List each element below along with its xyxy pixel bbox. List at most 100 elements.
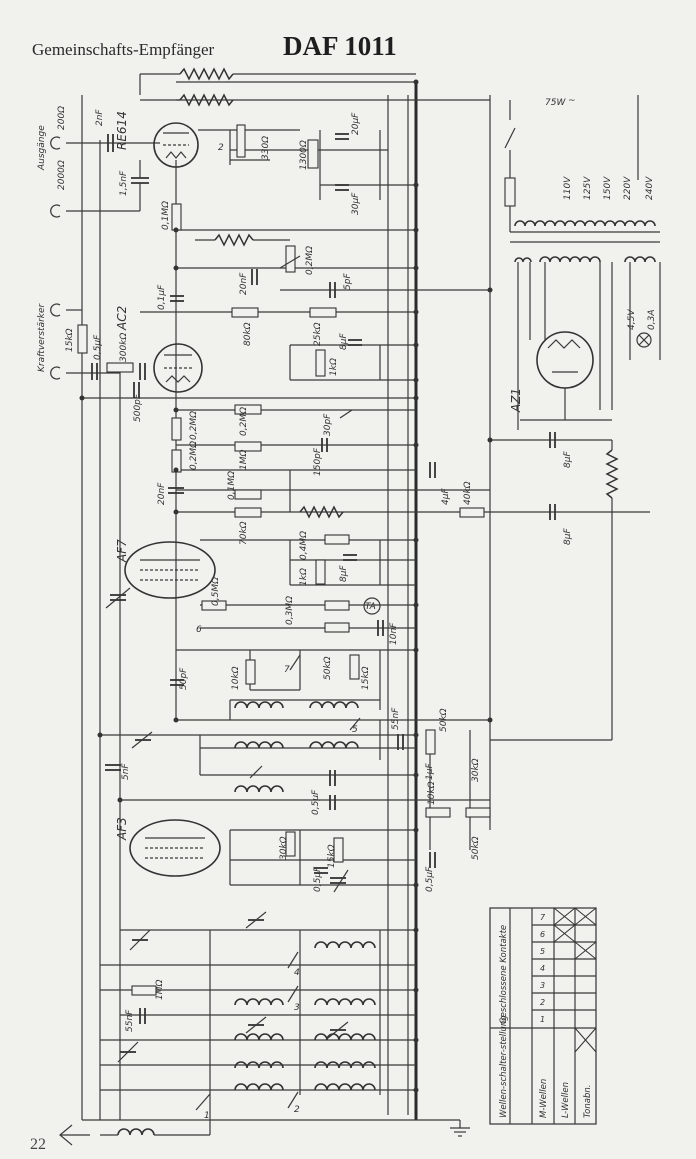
tube-re614 <box>153 122 199 168</box>
label-c-8uf-ps1: 8μF <box>563 451 573 468</box>
label-r-1k-b: 1kΩ <box>299 568 309 586</box>
switch-table-row-stellung: Wellen-schalter-stellung <box>499 1015 509 1118</box>
switch-table-row-m: M-Wellen <box>539 1079 549 1118</box>
label-tube-af7: AF7 <box>115 539 129 563</box>
label-sw-6: 6 <box>196 625 202 635</box>
af7-anode-filter <box>170 654 360 686</box>
ac2-anode-network <box>133 307 362 398</box>
switch-table-col-header: Geschlossene Kontakte <box>499 925 509 1024</box>
label-c-30uf: 30μF <box>351 192 361 215</box>
label-c-8uf-ps2: 8μF <box>563 528 573 545</box>
label-tap-150v: 150V <box>603 176 613 200</box>
switch-table-contact-4: 4 <box>540 964 545 973</box>
capacitor-2nf <box>107 134 114 152</box>
power-supply <box>490 95 661 741</box>
label-c-5pf: 5pF <box>343 273 353 290</box>
label-r-15k-b: 15kΩ <box>361 666 371 690</box>
label-r-300k: 300kΩ <box>119 333 129 362</box>
label-r-25k: 25kΩ <box>313 322 323 346</box>
resistor-ladder-af7 <box>171 404 353 473</box>
label-c-05uf-d: 0,5μF <box>425 866 435 892</box>
label-c-20nf-b: 20nF <box>157 482 167 505</box>
label-c-2nf: 2nF <box>95 109 105 126</box>
label-c-50pf: 50pF <box>179 667 189 690</box>
antenna-symbol <box>59 1124 90 1146</box>
resistor-0-1m-a <box>171 203 182 231</box>
label-c-05uf-c: 0,5μF <box>313 866 323 892</box>
label-sw-7: 7 <box>284 665 290 675</box>
label-c-8uf-b: 8μF <box>339 565 349 582</box>
switch-table-contact-2: 2 <box>540 998 545 1007</box>
amp-input-network <box>77 324 146 380</box>
label-r-02m-d: 0,2MΩ <box>239 407 249 436</box>
switch-table-contact-5: 5 <box>540 947 545 956</box>
label-r-05m: 0,5MΩ <box>211 577 221 606</box>
schematic-title: DAF 1011 <box>283 31 397 61</box>
label-c-55nf: 55nF <box>391 707 401 730</box>
label-r-02m-b: 0,2MΩ <box>189 411 199 440</box>
label-r-04m: 0,4MΩ <box>299 531 309 560</box>
vertical-branches <box>199 130 471 1095</box>
switch-table-row-tonabn: Tonabn. <box>583 1085 593 1118</box>
label-r-40k: 40kΩ <box>463 481 473 505</box>
label-tube-ac2: AC2 <box>115 306 129 331</box>
label-ta: TA <box>365 602 376 612</box>
ground-symbol <box>450 1120 470 1137</box>
label-c-20nf-a: 20nF <box>239 272 249 295</box>
label-pilot-voltage: 4,5V <box>627 309 637 330</box>
label-2000-ohm: 2000Ω <box>57 160 67 190</box>
label-tap-220v: 220V <box>623 176 633 200</box>
switch-table-contact-6: 6 <box>540 930 545 939</box>
label-r-1300: 1300Ω <box>299 140 309 170</box>
label-c-1-5nf: 1,5nF <box>119 170 129 196</box>
input-coil-bank <box>100 911 376 1136</box>
label-r-2: 2 <box>218 143 224 153</box>
label-c-5nf: 5nF <box>121 763 131 780</box>
switch-table <box>489 907 597 1125</box>
label-r-1k-a: 1kΩ <box>329 358 339 376</box>
af3-network <box>285 795 491 893</box>
label-sw-3: 3 <box>294 1003 300 1013</box>
label-ac-symbol: ~ <box>568 96 576 106</box>
label-r-50k-b: 50kΩ <box>439 708 449 732</box>
label-r-50k-c: 50kΩ <box>471 836 481 860</box>
label-c-05uf-b: 0,5μF <box>311 789 321 815</box>
label-power: 75W <box>545 98 566 108</box>
label-ausgaenge: Ausgänge <box>37 125 47 171</box>
label-tap-125v: 125V <box>583 176 593 200</box>
tube-az1 <box>536 331 594 389</box>
label-r-01m-a: 0,1MΩ <box>161 201 171 230</box>
page-number: 22 <box>30 1136 46 1153</box>
label-sw-2: 2 <box>294 1105 300 1115</box>
label-200-ohm: 200Ω <box>57 106 67 130</box>
resistor-feedback-top <box>139 67 416 95</box>
label-r-15k: 15kΩ <box>65 328 75 352</box>
label-c-05uf-a: 0,5μF <box>93 334 103 360</box>
label-c-150pf: 150pF <box>313 447 323 476</box>
label-tube-re614: RE614 <box>115 111 129 150</box>
label-c-55nf-b: 55nF <box>125 1009 135 1032</box>
label-r-1m-b: 1MΩ <box>155 980 165 1000</box>
label-c-1uf: 1μF <box>425 763 435 780</box>
trimmer-af7 <box>105 587 131 609</box>
label-r-30k-b: 30kΩ <box>279 836 289 860</box>
switch-table-contact-7: 7 <box>540 913 546 922</box>
coupling-capacitors-ac2 <box>170 269 336 302</box>
label-tube-az1: AZ1 <box>509 388 523 413</box>
af7-cathode-network <box>201 534 384 636</box>
label-tap-110v: 110V <box>563 176 573 200</box>
switch-table-contact-1: 1 <box>540 1015 545 1024</box>
label-pilot-current: 0,3A <box>647 310 657 330</box>
switch-table-contact-3: 3 <box>540 981 545 990</box>
label-r-10k-b: 10kΩ <box>427 781 437 805</box>
label-kraftverstaerker: Kraftverstärker <box>37 302 47 372</box>
af7-grid-network <box>168 462 485 519</box>
label-tap-240v: 240V <box>645 176 655 200</box>
label-sw-1: 1 <box>204 1111 210 1121</box>
label-r-50k-a: 50kΩ <box>323 656 333 680</box>
label-r-15k-c: 15kΩ <box>327 844 337 868</box>
resistor-feedback-second <box>140 93 234 107</box>
label-c-20uf-a: 20μF <box>351 112 361 135</box>
label-c-500pf: 500pF <box>133 393 143 422</box>
label-c-01uf: 0,1μF <box>157 284 167 310</box>
